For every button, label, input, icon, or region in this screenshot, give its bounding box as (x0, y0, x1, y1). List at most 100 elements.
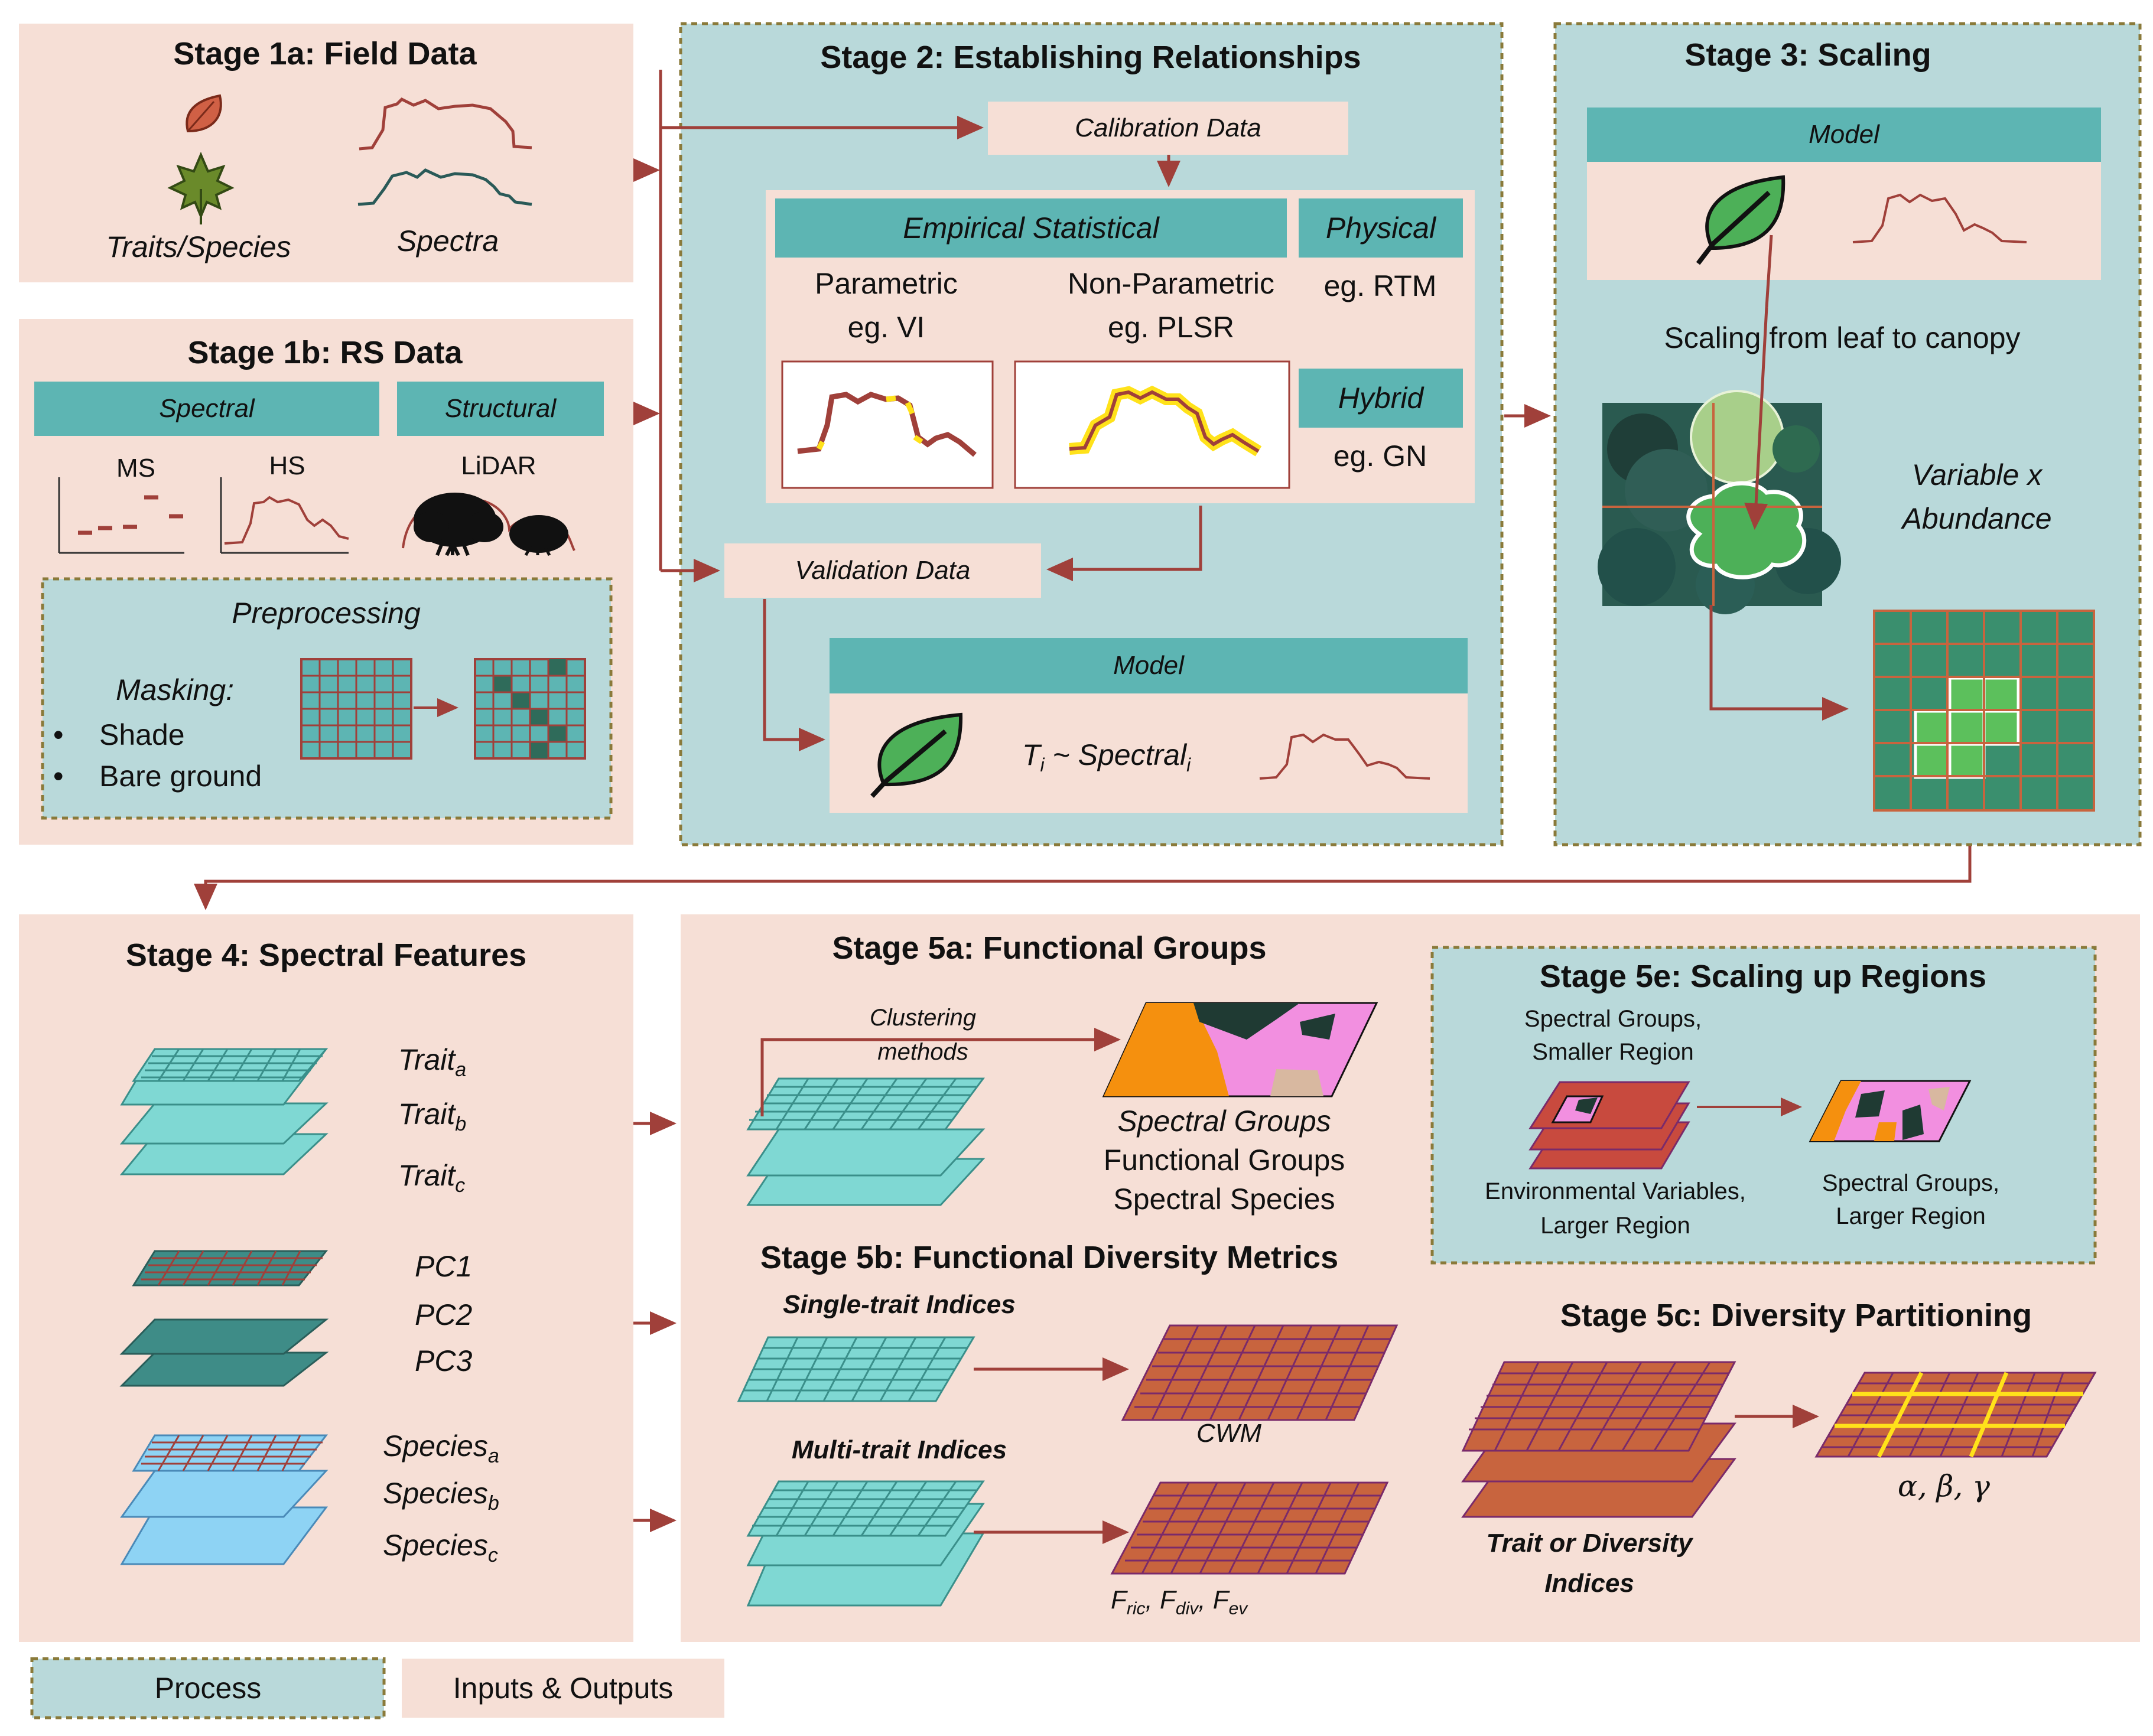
stage3-model-header: Model (1587, 108, 2101, 162)
stage3-leaf-icon (1696, 175, 1786, 265)
multi-trait-stack (746, 1480, 985, 1607)
empirical-header: Empirical Statistical (775, 198, 1287, 258)
pc3-label: PC3 (415, 1344, 473, 1377)
stage5e-panel (1430, 946, 2097, 1265)
ms-label: MS (116, 454, 155, 483)
stage1a-title: Stage 1a: Field Data (173, 36, 477, 71)
species-b-sub: b (487, 1492, 499, 1514)
abundance-label: Abundance (1902, 502, 2052, 535)
spectral-species-label: Spectral Species (1113, 1183, 1335, 1216)
functional-groups-label: Functional Groups (1103, 1144, 1345, 1177)
maple-leaf-icon (167, 151, 235, 224)
trait-diversity-label-2: Indices (1544, 1569, 1634, 1598)
pc1-label: PC1 (415, 1250, 473, 1283)
f-indices-grid (1110, 1481, 1389, 1575)
legend-io-swatch (402, 1659, 724, 1718)
trait-c-sub: c (455, 1174, 466, 1197)
stage1b-title: Stage 1b: RS Data (187, 335, 463, 370)
f-ev-sub: ev (1228, 1598, 1248, 1618)
species-a-sub: a (487, 1445, 499, 1467)
f-ric-sub: ric (1126, 1598, 1146, 1618)
arrow-clustering (760, 1028, 1121, 1116)
equation-t: T (1022, 738, 1040, 771)
nonparametric-spectrum (1069, 390, 1260, 453)
sg-large-label-2: Larger Region (1836, 1203, 1986, 1229)
species-c-label: Speciesc (383, 1529, 498, 1567)
validation-label: Validation Data (795, 556, 971, 585)
legend-io-label: Inputs & Outputs (453, 1672, 674, 1705)
pc-stack (119, 1250, 329, 1387)
env-label-2: Larger Region (1540, 1213, 1690, 1239)
stage5c-title: Stage 5c: Diversity Partitioning (1560, 1298, 2032, 1333)
lidar-trees-icon (402, 493, 575, 556)
stage2-model-spectrum (1259, 733, 1430, 780)
masking-label: Masking: (116, 673, 235, 706)
stage5b-title: Stage 5b: Functional Diversity Metrics (760, 1240, 1339, 1275)
bullet-shade: • (53, 718, 64, 751)
species-b-base: Species (383, 1477, 488, 1510)
f-indices-label: Fric, Fdiv, Fev (1111, 1585, 1248, 1618)
preprocessing-title: Preprocessing (232, 597, 421, 630)
f-ric-base: F (1111, 1585, 1127, 1614)
stage4-title: Stage 4: Spectral Features (125, 937, 527, 973)
teal-spectrum-icon (357, 168, 532, 206)
arrow-to-validation-from-models (1046, 506, 1202, 581)
trait-b-sub: b (455, 1113, 467, 1135)
arrow-leaf-to-canopy (1744, 307, 1768, 530)
traits-species-label: Traits/Species (106, 230, 291, 263)
stage5e-title: Stage 5e: Scaling up Regions (1539, 959, 1987, 994)
alpha-beta-gamma-label: α, β, γ (1897, 1469, 1991, 1503)
env-variables-stack (1528, 1081, 1690, 1170)
arrow-canopy-to-grid (1709, 605, 1849, 721)
model-equation: Ti ~ Spectrali (1022, 738, 1191, 776)
nonparametric-label: Non-Parametric (1067, 267, 1275, 300)
clustering-label-1: Clustering (869, 1005, 977, 1031)
nonparametric-eg: eg. PLSR (1107, 311, 1235, 344)
cwm-label: CWM (1196, 1419, 1261, 1448)
stage3-title: Stage 3: Scaling (1684, 37, 1931, 73)
stage2-model-header: Model (830, 638, 1468, 693)
sg-small-label-1: Spectral Groups, (1524, 1006, 1702, 1032)
diversity-stack (1461, 1361, 1736, 1518)
trait-b-base: Trait (398, 1097, 456, 1131)
multi-trait-label: Multi-trait Indices (791, 1435, 1007, 1464)
validation-box (724, 543, 1041, 598)
red-spectrum-icon (359, 97, 532, 151)
green-leaf-icon (870, 712, 963, 798)
partition-grid (1814, 1372, 2097, 1458)
red-leaf-icon (186, 94, 222, 133)
trait-c-base: Trait (398, 1159, 456, 1192)
species-b-label: Speciesb (383, 1477, 499, 1515)
env-label-1: Environmental Variables, (1485, 1178, 1746, 1204)
spectral-groups-map (1102, 1002, 1378, 1097)
parametric-chart (781, 360, 994, 489)
stage1a-panel (19, 24, 633, 282)
stage3-model-spectrum (1852, 193, 2027, 243)
parametric-bands (816, 395, 923, 451)
single-trait-grid (737, 1336, 975, 1402)
trait-stack (119, 1048, 329, 1175)
equation-spectral: ~ Spectral (1044, 738, 1187, 771)
pc2-label: PC2 (415, 1298, 473, 1331)
stage2-title: Stage 2: Establishing Relationships (820, 40, 1361, 75)
spectra-label: Spectra (396, 224, 499, 258)
trait-a-sub: a (455, 1058, 467, 1081)
species-stack (120, 1434, 329, 1565)
hybrid-eg: eg. GN (1333, 439, 1427, 473)
variable-label: Variable x (1911, 458, 2043, 491)
calibration-box (988, 102, 1348, 155)
stage5a-title: Stage 5a: Functional Groups (832, 930, 1267, 966)
f-div-sub: div (1175, 1598, 1199, 1618)
clustering-label-2: methods (877, 1039, 968, 1065)
f-div-base: F (1160, 1585, 1176, 1614)
arrow-3-to-4 (194, 846, 1972, 910)
species-c-base: Species (383, 1529, 488, 1562)
abundance-grid (1873, 610, 2095, 812)
hs-label: HS (269, 451, 305, 480)
species-a-label: Speciesa (383, 1429, 499, 1468)
canopy-image (1598, 390, 1841, 614)
masked-grid (474, 658, 586, 760)
legend-process-swatch (30, 1657, 386, 1719)
raw-grid (300, 658, 412, 760)
